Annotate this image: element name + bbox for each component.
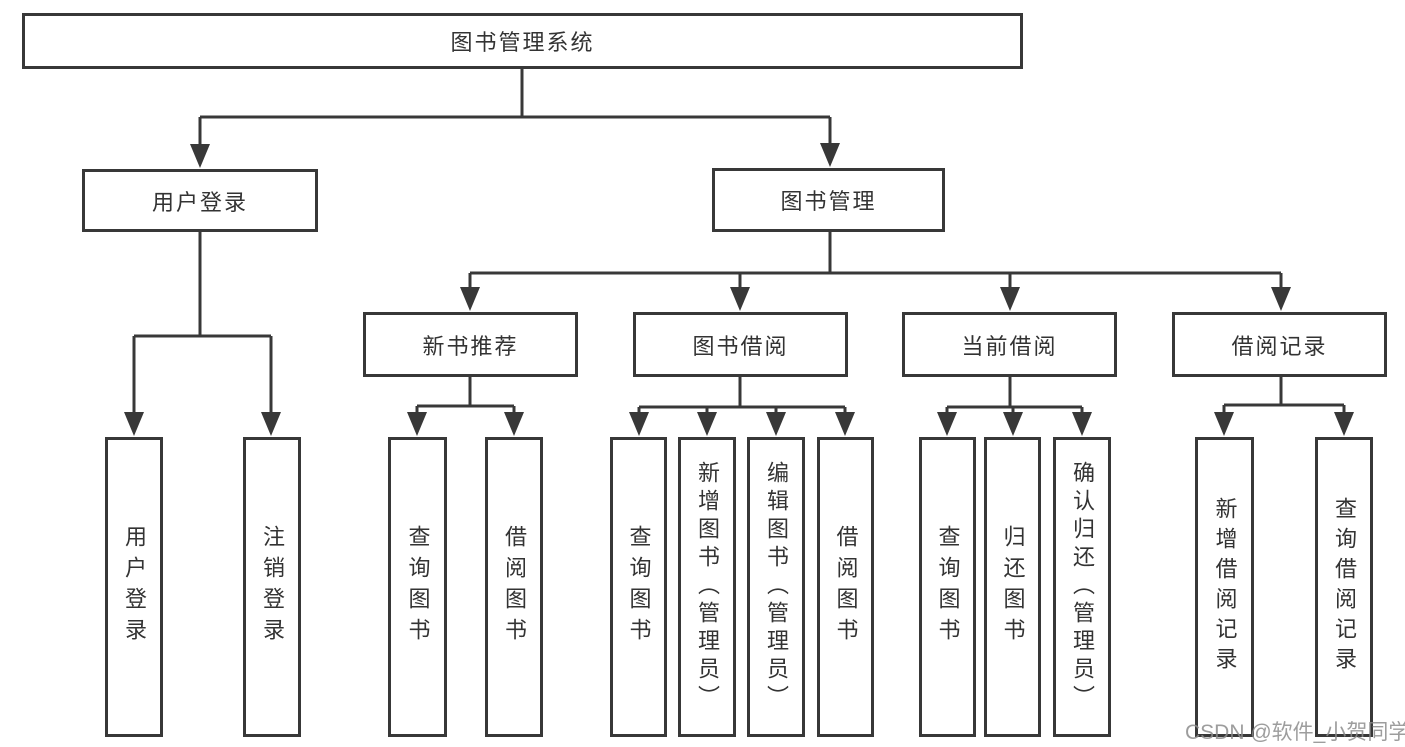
node-label: 新增图书（管理员） [695, 461, 720, 713]
leaf-borrow-books: 借阅图书 [817, 437, 874, 737]
node-label: 用户登录 [151, 189, 248, 215]
node-label: 借阅图书 [833, 525, 859, 649]
node-library-management-system: 图书管理系统 [22, 13, 1023, 69]
leaf-query-books-recommend: 查询图书 [388, 437, 447, 737]
node-label: 编辑图书（管理员） [764, 461, 789, 713]
node-label: 查询图书 [935, 525, 961, 649]
node-label: 查询借阅记录 [1332, 497, 1357, 677]
node-label: 注销登录 [260, 525, 285, 649]
leaf-add-borrow-record: 新增借阅记录 [1195, 437, 1254, 737]
node-label: 查询图书 [405, 525, 431, 649]
leaf-logout: 注销登录 [243, 437, 301, 737]
node-label: 新书推荐 [422, 333, 519, 359]
node-new-book-recommend: 新书推荐 [363, 312, 578, 377]
node-label: 图书管理系统 [450, 30, 595, 55]
node-label: 查询图书 [626, 525, 652, 649]
node-label: 用户登录 [122, 525, 147, 649]
leaf-user-login: 用户登录 [105, 437, 163, 737]
node-label: 确认归还（管理员） [1070, 461, 1095, 713]
watermark: CSDN @软件_小贺同学 [1185, 721, 1405, 744]
leaf-query-books-current: 查询图书 [919, 437, 976, 737]
node-borrow-records: 借阅记录 [1172, 312, 1387, 377]
leaf-edit-book-admin: 编辑图书（管理员） [747, 437, 805, 737]
node-label: 归还图书 [1000, 525, 1026, 649]
node-book-borrow: 图书借阅 [633, 312, 848, 377]
node-user-login: 用户登录 [82, 169, 318, 232]
leaf-confirm-return-admin: 确认归还（管理员） [1053, 437, 1111, 737]
node-label: 借阅图书 [502, 525, 527, 649]
node-book-management: 图书管理 [712, 168, 945, 232]
node-label: 图书借阅 [692, 333, 789, 359]
leaf-add-book-admin: 新增图书（管理员） [678, 437, 736, 737]
node-current-borrow: 当前借阅 [902, 312, 1117, 377]
node-label: 当前借阅 [961, 333, 1058, 359]
node-label: 图书管理 [780, 189, 877, 214]
node-label: 借阅记录 [1231, 333, 1328, 359]
node-label: 新增借阅记录 [1212, 497, 1238, 677]
leaf-query-books-borrow: 查询图书 [610, 437, 667, 737]
leaf-borrow-books-recommend: 借阅图书 [485, 437, 543, 737]
leaf-query-borrow-record: 查询借阅记录 [1315, 437, 1373, 737]
leaf-return-book: 归还图书 [984, 437, 1041, 737]
